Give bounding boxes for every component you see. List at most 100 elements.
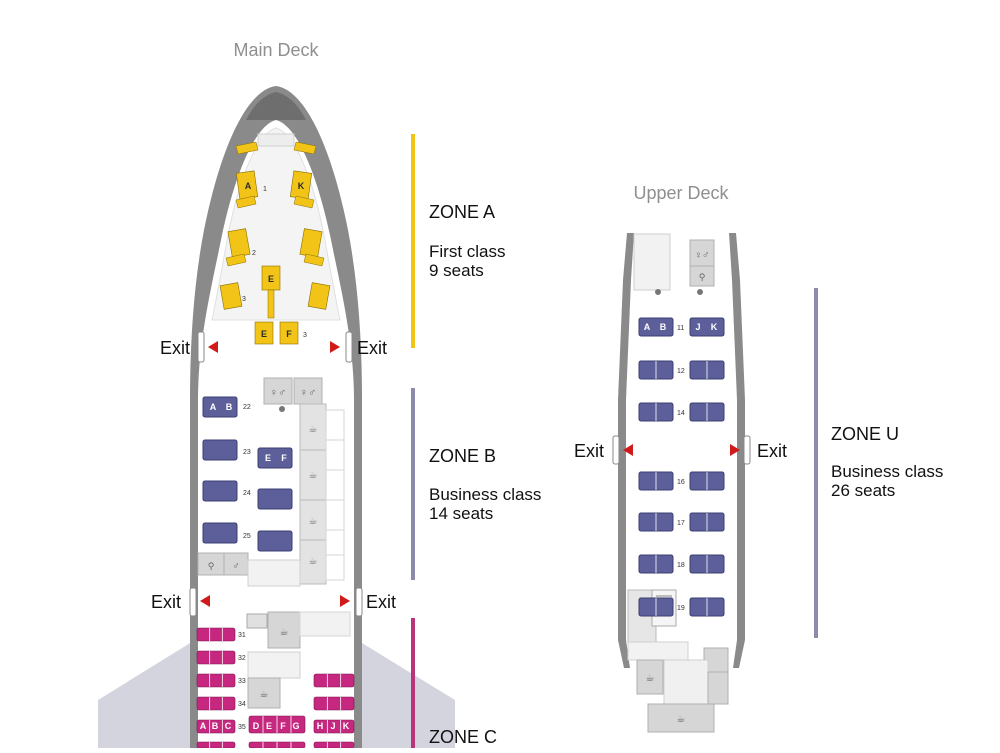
row-34-label: 34: [238, 701, 246, 708]
row-2-label: 2: [252, 250, 256, 257]
seat-11j-letter: J: [695, 322, 700, 332]
right-wing: [357, 640, 455, 748]
seat-11k-letter: K: [711, 322, 718, 332]
economy-seat-block-left[interactable]: [196, 719, 236, 734]
toilet-icon: ♂: [232, 561, 240, 572]
zone-b-cabin: Business class: [429, 485, 541, 504]
upper-deck-title: Upper Deck: [633, 183, 729, 203]
main-lavatories: ♀♂ ♀♂: [263, 377, 323, 412]
seat-35-letter: K: [343, 721, 350, 731]
seat-25-center[interactable]: [257, 530, 293, 552]
economy-row-labels: 31 32 33 34 35: [238, 632, 246, 731]
seat-3a[interactable]: [219, 282, 243, 310]
seat-3e-letter: E: [261, 329, 267, 339]
exit-arrow-icon: [730, 444, 740, 456]
upper-seat-pair-left[interactable]: [638, 317, 674, 337]
economy-seat-block-right[interactable]: [313, 719, 355, 734]
seat-11b-letter: B: [660, 322, 667, 332]
seat-23e-f[interactable]: [257, 447, 293, 469]
seat-3k[interactable]: [307, 282, 331, 310]
zone-u-seats: 26 seats: [831, 481, 895, 500]
seat-35-letter: J: [330, 721, 335, 731]
zone-b-seats: 14 seats: [429, 504, 493, 523]
seat-3f[interactable]: [279, 321, 299, 345]
seat-35-letter: G: [292, 721, 299, 731]
row-17-label: 17: [677, 520, 685, 527]
first-class-seats: A 1 K 2 E 3 E F 3: [219, 133, 331, 345]
main-row-22: A B 22: [202, 396, 251, 418]
economy-seat-block-right[interactable]: [313, 741, 355, 749]
economy-seat-block-left[interactable]: [196, 696, 236, 711]
main-door-2: Exit Exit: [151, 587, 396, 617]
exit-arrow-icon: [208, 341, 218, 353]
galley-icon: ☕: [646, 673, 655, 684]
seat-3e[interactable]: [254, 321, 274, 345]
main-row-25: 25: [202, 522, 293, 552]
baby-change-icon: ⚲: [699, 272, 706, 282]
main-business-seats: A B 22 23 E F 24 25: [202, 396, 293, 552]
seat-2e-letter: E: [268, 274, 274, 284]
row-1-label: 1: [263, 186, 267, 193]
exit-label-main-2-right: Exit: [366, 592, 396, 612]
seat-22a-b[interactable]: [202, 396, 238, 418]
exit-label-main-1-right: Exit: [357, 338, 387, 358]
seat-35-letter: D: [253, 721, 260, 731]
seat-1a-letter: A: [245, 181, 252, 191]
upper-row-11-letters: A B J K: [644, 322, 718, 332]
row-16-label: 16: [677, 479, 685, 486]
zone-u-title: ZONE U: [831, 424, 899, 444]
row-11-label: 11: [677, 325, 684, 332]
zone-c-title: ZONE C: [429, 727, 497, 747]
row-23-label: 23: [243, 449, 251, 456]
seat-23f-letter: F: [281, 453, 287, 463]
seat-35-letter: H: [317, 721, 324, 731]
upper-row-labels: 11 12 14 16 17 18 19: [677, 325, 685, 612]
exit-label-upper-left: Exit: [574, 441, 604, 461]
front-galley: [257, 133, 295, 147]
seat-23-left[interactable]: [202, 439, 238, 461]
row-3-center-label: 3: [303, 332, 307, 339]
row-22-label: 22: [243, 404, 251, 411]
economy-seat-block-right[interactable]: [313, 696, 355, 711]
seat-11a-letter: A: [644, 322, 651, 332]
seat-35-letter: A: [200, 721, 207, 731]
row-31-label: 31: [238, 632, 246, 639]
exit-arrow-icon: [623, 444, 633, 456]
zone-c-bar: [411, 618, 415, 748]
seat-24-left[interactable]: [202, 480, 238, 502]
zone-a-seats: 9 seats: [429, 261, 484, 280]
galley-icon: ☕: [260, 689, 269, 700]
seat-35-letter: C: [225, 721, 232, 731]
exit-label-main-2-left: Exit: [151, 592, 181, 612]
main-row-24: 24: [202, 480, 293, 510]
galley-icon: ☕: [309, 516, 318, 527]
seat-24-center[interactable]: [257, 488, 293, 510]
galley-icon: ☕: [309, 470, 318, 481]
row-14-label: 14: [677, 410, 685, 417]
main-economy-seats: [196, 627, 355, 749]
row-12-label: 12: [677, 368, 685, 375]
seat-22b-letter: B: [226, 402, 233, 412]
exit-label-main-1-left: Exit: [160, 338, 190, 358]
zone-b-title: ZONE B: [429, 446, 496, 466]
economy-seat-block-left[interactable]: [196, 627, 236, 642]
seat-3f-letter: F: [286, 329, 292, 339]
economy-seat-block-right[interactable]: [313, 673, 355, 688]
seat-25-left[interactable]: [202, 522, 238, 544]
toilet-icon: ♀♂: [270, 387, 287, 399]
economy-seat-block-left[interactable]: [196, 741, 236, 749]
economy-seat-block-left[interactable]: [196, 673, 236, 688]
main-mid-facilities: ⚲ ♂: [197, 552, 301, 587]
seat-23e-letter: E: [265, 453, 271, 463]
upper-seat-pair-right[interactable]: [689, 317, 725, 337]
upper-business-seats: [638, 317, 725, 617]
zone-u-bar: [814, 288, 818, 638]
seat-35-letter: B: [212, 721, 219, 731]
zone-b-bar: [411, 388, 415, 580]
zone-a-bar: [411, 134, 415, 348]
zone-u-cabin: Business class: [831, 462, 943, 481]
economy-seat-block-left[interactable]: [196, 650, 236, 665]
main-zone-c-galley: ☕ ☕: [246, 611, 351, 709]
row-24-label: 24: [243, 490, 251, 497]
